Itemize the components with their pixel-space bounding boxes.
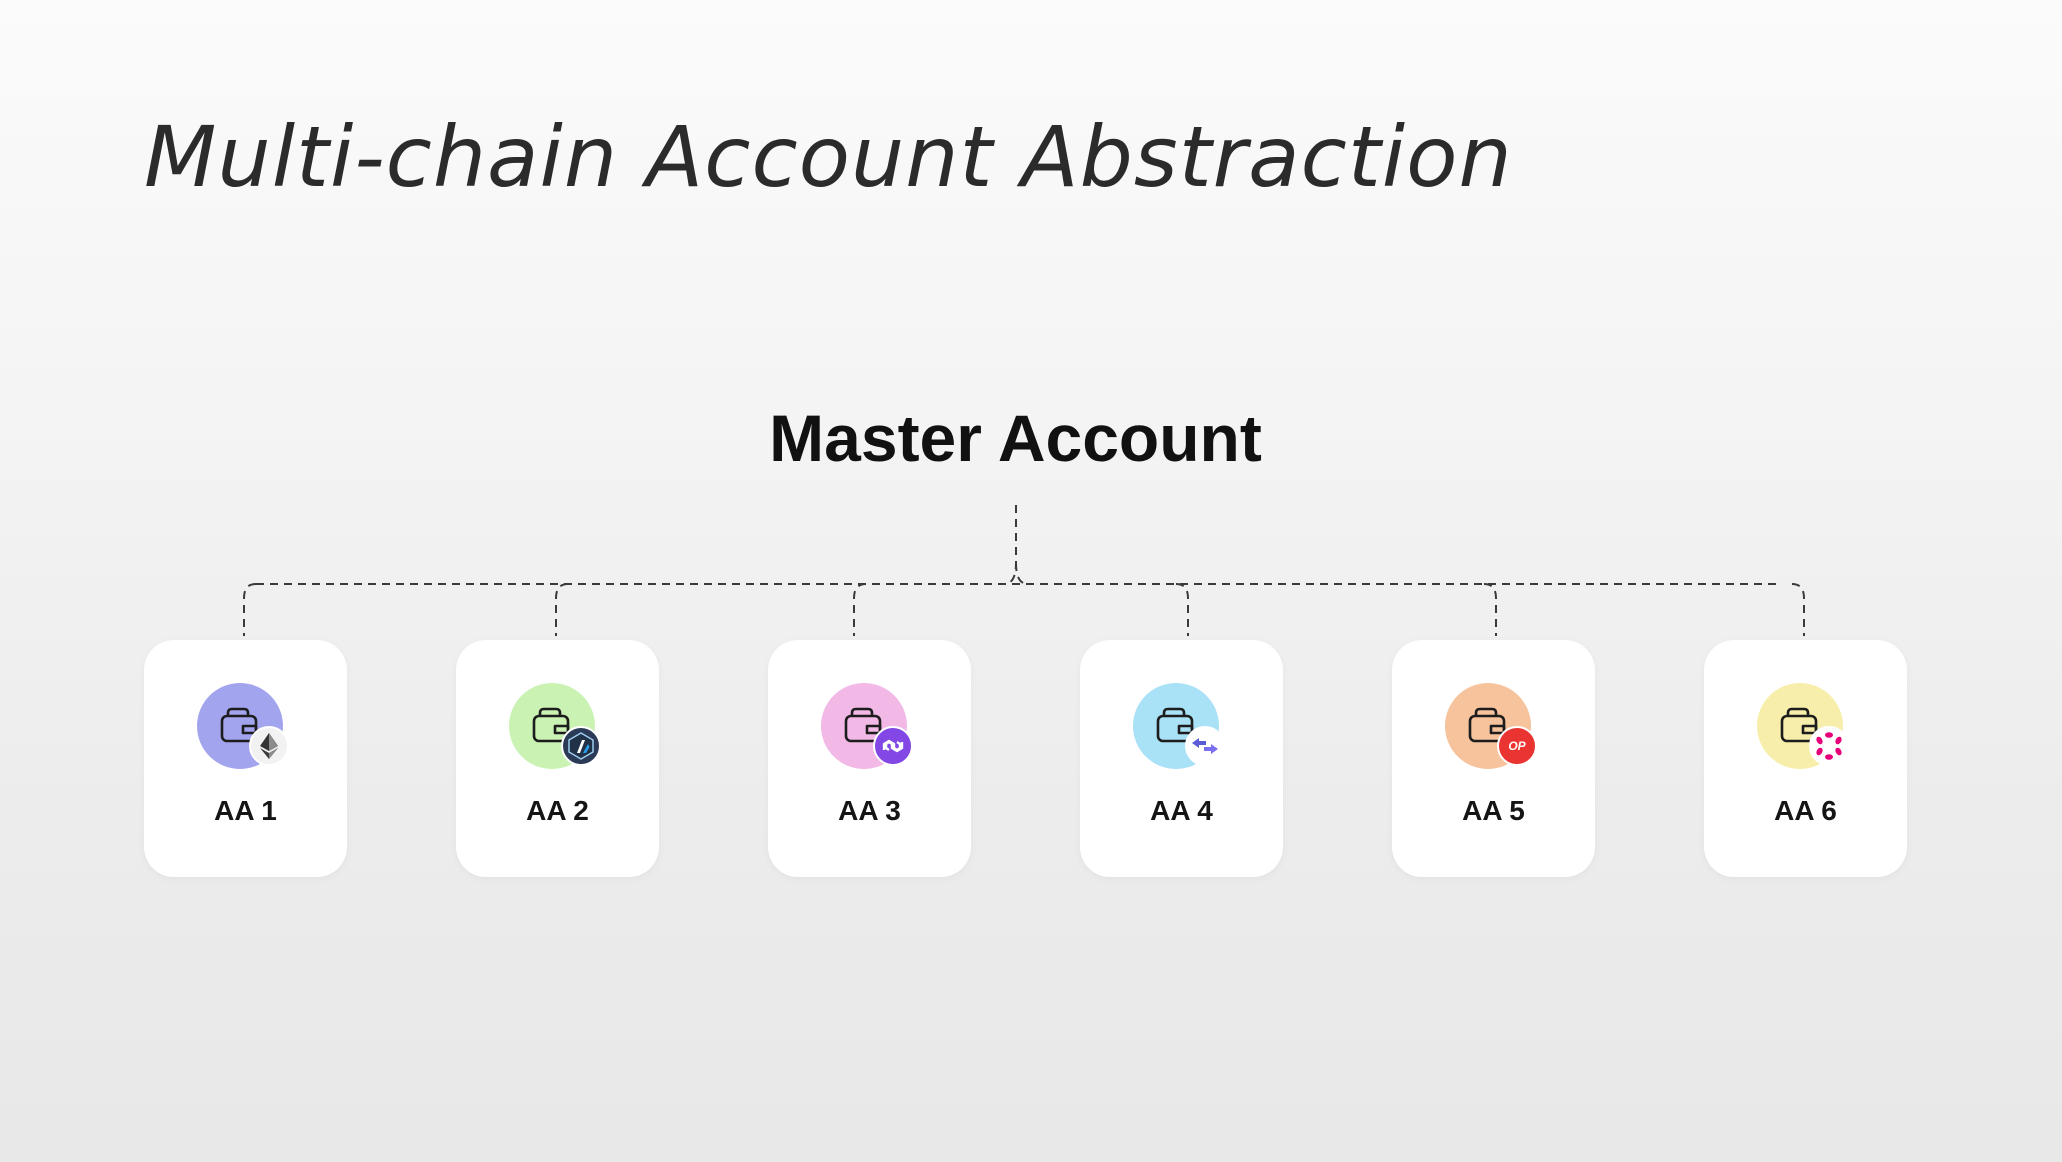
optimism-icon: OP <box>1497 726 1537 766</box>
account-card-aa3[interactable]: AA 3 <box>768 640 971 877</box>
connector-drop-aa4 <box>1175 583 1189 636</box>
connector-trunk <box>1003 505 1017 585</box>
account-label: AA 6 <box>1774 795 1837 826</box>
account-label: AA 5 <box>1462 795 1525 826</box>
ethereum-icon <box>249 726 289 766</box>
account-card-aa4[interactable]: AA 4 <box>1080 640 1283 877</box>
account-avatar <box>821 683 913 769</box>
bridge-arrows-icon <box>1185 726 1225 766</box>
account-card-aa1[interactable]: AA 1 <box>144 640 347 877</box>
account-card-aa2[interactable]: AA 2 <box>456 640 659 877</box>
account-avatar <box>197 683 289 769</box>
polkadot-icon <box>1809 726 1849 766</box>
optimism-badge-text: OP <box>1508 739 1526 753</box>
arbitrum-icon <box>561 726 601 766</box>
master-account-label: Master Account <box>769 401 1262 475</box>
connector-drop-aa6 <box>1791 583 1805 636</box>
connector-drop-aa3 <box>853 583 867 636</box>
account-label: AA 2 <box>526 795 589 826</box>
polygon-icon <box>873 726 913 766</box>
account-avatar <box>1133 683 1225 769</box>
account-label: AA 1 <box>214 795 277 826</box>
account-avatar <box>509 683 601 769</box>
account-avatar <box>1757 683 1849 769</box>
account-avatar: OP <box>1445 683 1537 769</box>
account-card-aa5[interactable]: OP AA 5 <box>1392 640 1595 877</box>
connector-drop-aa5 <box>1483 583 1497 636</box>
diagram-title: Multi-chain Account Abstraction <box>144 108 1513 206</box>
account-label: AA 4 <box>1150 795 1213 826</box>
connector-drop-aa1 <box>243 583 257 636</box>
connector-drop-aa2 <box>555 583 569 636</box>
account-card-aa6[interactable]: AA 6 <box>1704 640 1907 877</box>
account-label: AA 3 <box>838 795 901 826</box>
